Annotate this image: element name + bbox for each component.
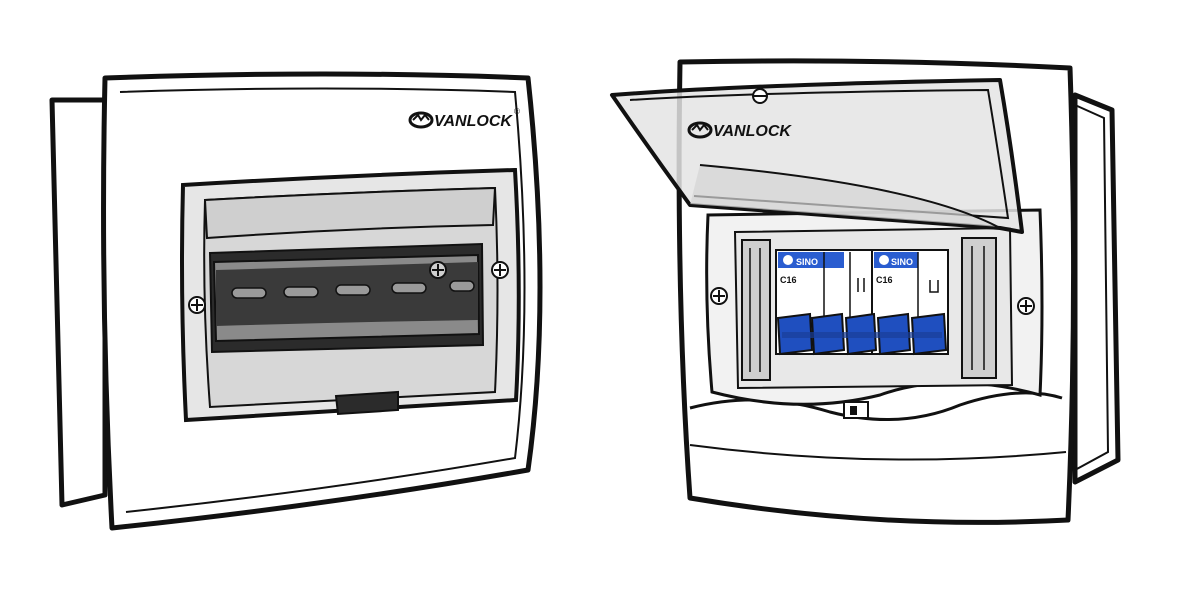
open-box-left-rail xyxy=(741,239,771,381)
breaker-logo-icon xyxy=(879,255,889,265)
closed-distribution-box: VANLOCK ® xyxy=(49,71,543,531)
closed-box-cover-edge xyxy=(119,87,526,513)
open-distribution-box: SINO C16 SINO C16 xyxy=(610,58,1121,525)
vanlock-logo-icon xyxy=(687,121,713,139)
open-box-brand-name: VANLOCK xyxy=(713,123,792,140)
din-rail-slot xyxy=(335,284,371,296)
breaker-label-band xyxy=(778,252,844,268)
open-box-bottom-edge xyxy=(689,444,1067,461)
screw-icon xyxy=(710,287,728,305)
screw-icon xyxy=(188,296,206,314)
closed-box-brand-name: VANLOCK xyxy=(434,113,513,130)
lid-hinge-icon xyxy=(752,88,768,104)
breaker-logo-icon xyxy=(783,255,793,265)
din-rail-slot xyxy=(283,286,319,298)
closed-box-latch xyxy=(334,390,399,416)
din-rail-slot xyxy=(391,282,427,294)
breaker-rating-label: C16 xyxy=(876,275,893,285)
open-box-back xyxy=(1072,92,1121,485)
screw-icon xyxy=(1017,297,1035,315)
vanlock-logo-mark xyxy=(412,113,430,122)
breaker-brand-label: SINO xyxy=(891,257,913,267)
open-box-lid-bottom-edge xyxy=(689,164,1001,229)
closed-box-logo: VANLOCK ® xyxy=(408,107,520,130)
screw-icon xyxy=(429,261,447,279)
open-box-lock xyxy=(843,401,869,419)
screw-icon xyxy=(491,261,509,279)
open-box-lid-inner xyxy=(629,88,1010,220)
breaker-rating-label: C16 xyxy=(780,275,797,285)
vanlock-logo-icon xyxy=(408,111,434,129)
closed-box-window-rim xyxy=(203,186,497,240)
din-rail-slot xyxy=(449,280,475,292)
breaker-brand-label: SINO xyxy=(796,257,818,267)
din-rail-slot xyxy=(231,287,267,299)
open-box-logo: VANLOCK xyxy=(687,121,792,140)
open-box-back-inner xyxy=(1074,104,1110,471)
closed-box-back xyxy=(49,97,108,508)
open-box-right-rail xyxy=(961,237,997,379)
closed-box-brand-mark: ® xyxy=(514,107,520,116)
breaker-toggles xyxy=(776,312,948,356)
